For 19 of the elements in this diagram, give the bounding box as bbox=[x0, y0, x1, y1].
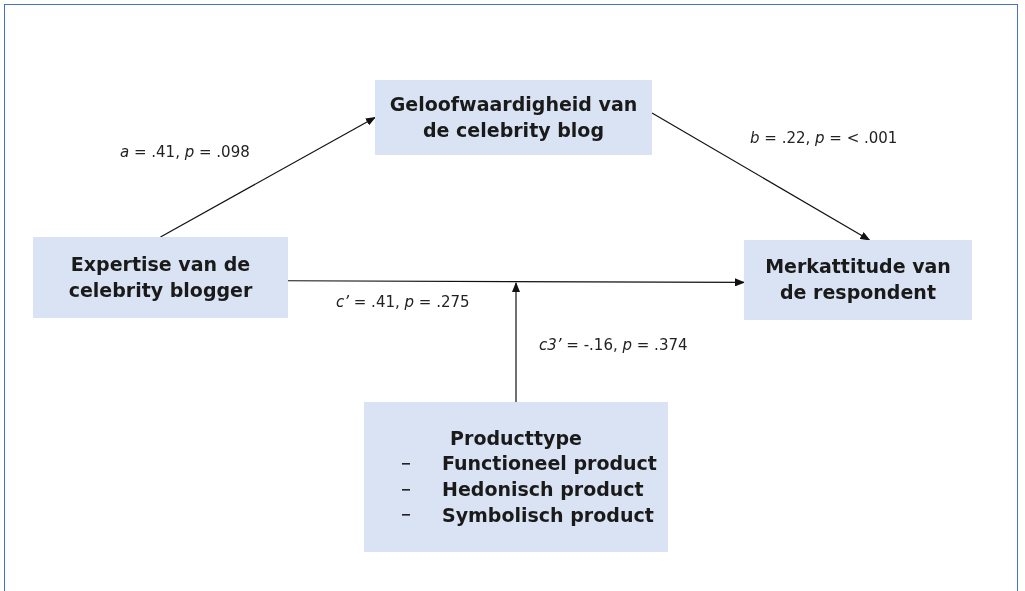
edge-label: c’ = .41, p = .275 bbox=[335, 292, 471, 312]
edge-label: b = .22, p = < .001 bbox=[749, 128, 899, 148]
variable-box bbox=[364, 402, 668, 552]
list-item: Symbolisch product bbox=[442, 502, 654, 528]
variable-name: Geloofwaardigheid van de celebrity blog bbox=[388, 91, 639, 143]
variable-name: Expertise van de celebrity blogger bbox=[67, 251, 254, 303]
list-item: Functioneel product bbox=[442, 451, 657, 477]
arrow bbox=[651, 112, 871, 241]
arrow bbox=[287, 278, 745, 287]
edge-label: a = .41, p = .098 bbox=[119, 142, 251, 162]
variable-name: Merkattitude van de respondent bbox=[764, 254, 952, 305]
edge-label: c3’ = -.16, p = .374 bbox=[538, 335, 689, 355]
arrow bbox=[159, 116, 376, 238]
variable-box bbox=[744, 240, 972, 320]
list-item: Hedonisch product bbox=[442, 477, 644, 502]
variable-box bbox=[33, 237, 288, 318]
variable-box bbox=[375, 80, 652, 155]
variable-name: Producttype bbox=[449, 425, 583, 451]
arrow bbox=[512, 282, 520, 403]
